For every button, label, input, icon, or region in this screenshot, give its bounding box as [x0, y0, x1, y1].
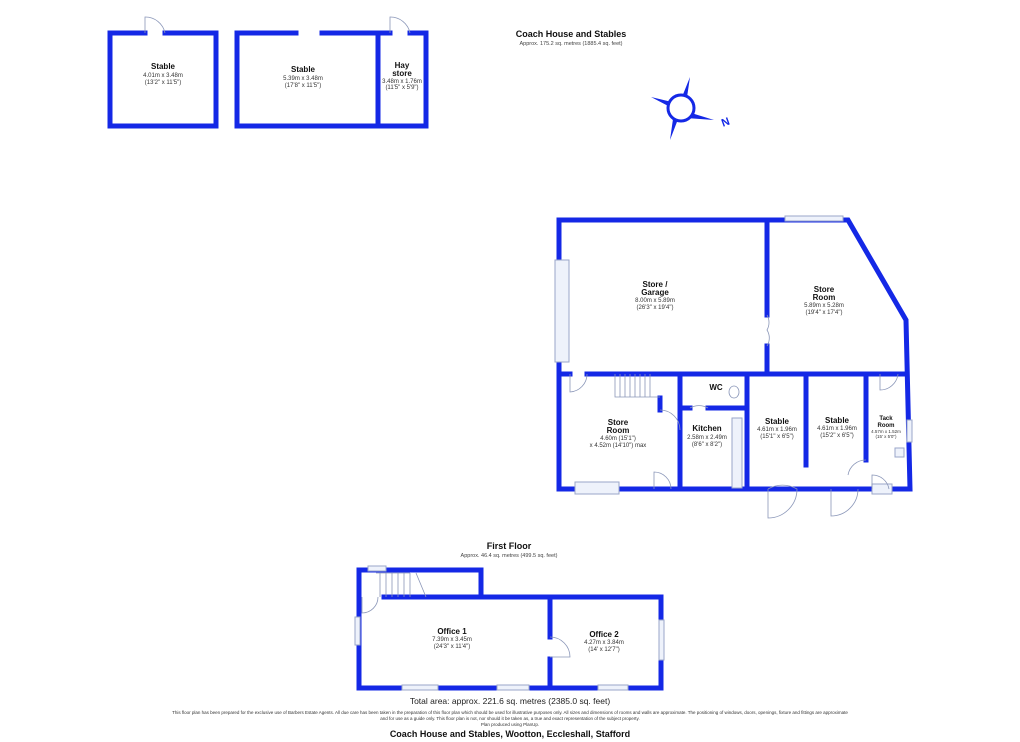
produced-by: Plan produced using PlanUp.	[480, 722, 540, 727]
room-dimensions: 4.01m x 3.48m	[143, 73, 183, 79]
room-dimensions: 4.61m x 1.96m	[817, 426, 857, 432]
room-dimensions: 7.39m x 3.45m	[432, 637, 472, 643]
room-dimensions-imperial: (14' x 12'7")	[588, 647, 619, 653]
room-dimensions-imperial: (8'6" x 8'2")	[692, 442, 722, 448]
property-title: Coach House and Stables, Wootton, Eccles…	[389, 729, 631, 739]
ground-floor-area: Approx. 175.2 sq. metres (1885.4 sq. fee…	[519, 41, 622, 47]
first-floor-plan: Office 1 7.39m x 3.45m (24'3" x 11'4") O…	[354, 565, 665, 691]
room-dimensions: 2.58m x 2.49m	[687, 435, 727, 441]
stable-block-2: Stable 5.39m x 3.48m (17'8" x 11'5") Hay…	[234, 16, 429, 129]
first-floor-heading: First Floor	[487, 541, 532, 551]
room-dimensions: 4.60m (15'1")	[600, 436, 636, 442]
room-dimensions-imperial: (15' x 5'0")	[875, 434, 897, 439]
room-dimensions: 4.57m x 1.52m	[871, 429, 901, 434]
svg-text:N: N	[720, 116, 732, 130]
room-name: Stable	[765, 417, 790, 426]
room-name: Office 1	[437, 627, 467, 636]
first-floor-area: Approx. 46.4 sq. metres (499.5 sq. feet)	[461, 553, 558, 559]
ground-floor-plan: Store / Garage 8.00m x 5.89m (26'3" x 19…	[554, 215, 913, 519]
room-dimensions: 5.89m x 5.28m	[804, 303, 844, 309]
room-dimensions: 3.48m x 1.76m	[382, 79, 422, 85]
room-dimensions-imperial: (17'8" x 11'5")	[285, 83, 321, 89]
room-dimensions: 5.39m x 3.48m	[283, 76, 323, 82]
room-name: Tack	[879, 416, 893, 422]
room-name: Hay	[395, 61, 410, 70]
room-dimensions: 4.61m x 1.96m	[757, 427, 797, 433]
room-name: Garage	[641, 288, 669, 297]
stable-block-1: Stable 4.01m x 3.48m (13'2" x 11'5")	[107, 16, 219, 129]
total-area: Total area: approx. 221.6 sq. metres (23…	[409, 696, 611, 706]
room-dimensions: 8.00m x 5.89m	[635, 298, 675, 304]
room-dimensions-imperial: (13'2" x 11'5")	[145, 80, 181, 86]
room-dimensions: 4.27m x 3.84m	[584, 640, 624, 646]
room-name: store	[392, 69, 412, 78]
room-name: Stable	[151, 62, 176, 71]
room-name: Stable	[291, 65, 316, 74]
room-dimensions-imperial: (11'5" x 5'9")	[385, 85, 418, 91]
room-name: Stable	[825, 416, 850, 425]
room-dimensions-imperial: (15'1" x 6'5")	[760, 434, 794, 440]
room-name: Store /	[643, 280, 669, 289]
room-dimensions-imperial: (24'3" x 11'4")	[434, 644, 470, 650]
room-dimensions-imperial: (19'4" x 17'4")	[806, 310, 843, 316]
room-name: WC	[709, 383, 723, 392]
room-name: Room	[813, 293, 836, 302]
room-dimensions-imperial: (15'2" x 6'5")	[820, 433, 854, 439]
room-name: Office 2	[589, 630, 619, 639]
disclaimer: This floor plan has been prepared for th…	[172, 710, 848, 721]
room-name: Store	[608, 418, 629, 427]
room-name: Store	[814, 285, 835, 294]
room-dimensions-imperial: (26'3" x 19'4")	[637, 305, 674, 311]
room-dimensions-imperial: x 4.52m (14'10") max	[590, 443, 647, 449]
ground-floor-heading: Coach House and Stables	[516, 29, 627, 39]
room-name: Room	[878, 423, 895, 429]
room-name: Kitchen	[692, 424, 721, 433]
room-name: Room	[607, 426, 630, 435]
compass-icon: N	[651, 77, 732, 140]
